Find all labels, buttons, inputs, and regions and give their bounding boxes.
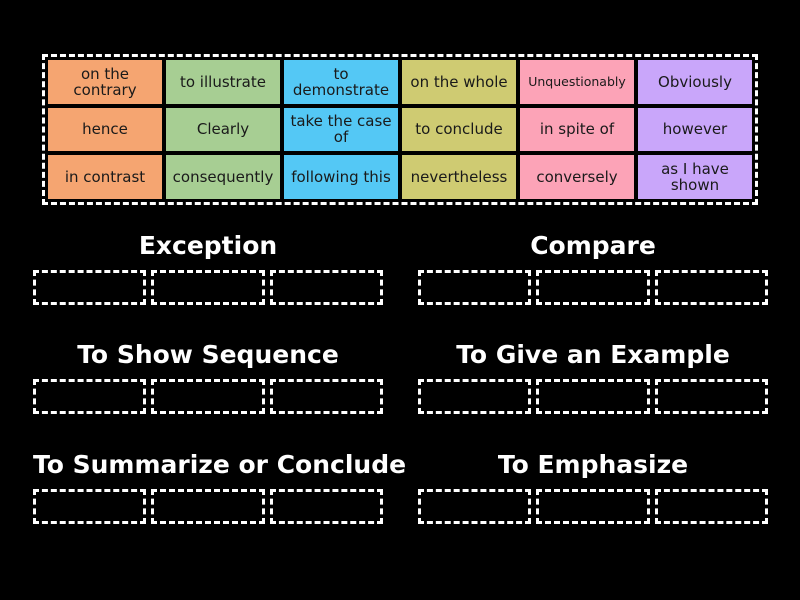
category-slots [33, 378, 383, 414]
word-tile[interactable]: in spite of [520, 107, 634, 152]
word-tile[interactable]: hence [48, 107, 162, 152]
word-tile[interactable]: however [638, 107, 752, 152]
drop-slot[interactable] [654, 269, 768, 305]
word-tile[interactable]: conversely [520, 155, 634, 199]
word-tile[interactable]: take the case of [284, 107, 398, 152]
category-title: Exception [138, 231, 278, 260]
drop-slot[interactable] [654, 378, 768, 414]
drop-slot[interactable] [151, 378, 265, 414]
word-tile[interactable]: to illustrate [166, 60, 280, 104]
category-slots [418, 269, 768, 305]
word-tile[interactable]: consequently [166, 155, 280, 199]
word-tile[interactable]: to demonstrate [284, 60, 398, 104]
category-compare: Compare [418, 232, 768, 305]
word-tile[interactable]: to conclude [402, 107, 516, 152]
category-exception: Exception [33, 232, 383, 305]
category-to-emphasize: To Emphasize [418, 451, 768, 524]
drop-slot[interactable] [33, 269, 147, 305]
word-tile[interactable]: on the whole [402, 60, 516, 104]
word-tile[interactable]: following this [284, 155, 398, 199]
drop-slot[interactable] [151, 269, 265, 305]
drop-slot[interactable] [418, 269, 532, 305]
drop-slot[interactable] [536, 378, 650, 414]
drop-slot[interactable] [536, 488, 650, 524]
category-slots [33, 269, 383, 305]
drop-slot[interactable] [418, 378, 532, 414]
drop-slot[interactable] [269, 269, 383, 305]
drop-slot[interactable] [33, 488, 147, 524]
word-tile[interactable]: Clearly [166, 107, 280, 152]
category-title: To Summarize or Conclude [33, 450, 407, 479]
word-tile[interactable]: in contrast [48, 155, 162, 199]
drop-slot[interactable] [269, 378, 383, 414]
drop-slot[interactable] [33, 378, 147, 414]
category-slots [33, 488, 383, 524]
category-to-give-an-example: To Give an Example [418, 341, 768, 414]
word-tile[interactable]: on the contrary [48, 60, 162, 104]
category-slots [418, 488, 768, 524]
word-tile[interactable]: nevertheless [402, 155, 516, 199]
word-tile[interactable]: as I have shown [638, 155, 752, 199]
category-title: Compare [530, 231, 656, 260]
drop-slot[interactable] [536, 269, 650, 305]
drop-slot[interactable] [418, 488, 532, 524]
category-title: To Give an Example [456, 340, 730, 369]
category-title: To Show Sequence [77, 340, 339, 369]
category-title: To Emphasize [497, 450, 689, 479]
word-tile[interactable]: Obviously [638, 60, 752, 104]
category-to-show-sequence: To Show Sequence [33, 341, 383, 414]
drop-slot[interactable] [654, 488, 768, 524]
category-slots [418, 378, 768, 414]
drop-slot[interactable] [269, 488, 383, 524]
drop-slot[interactable] [151, 488, 265, 524]
category-to-summarize-or-conclude: To Summarize or Conclude [33, 450, 407, 524]
word-tile[interactable]: Unquestionably [520, 60, 634, 104]
